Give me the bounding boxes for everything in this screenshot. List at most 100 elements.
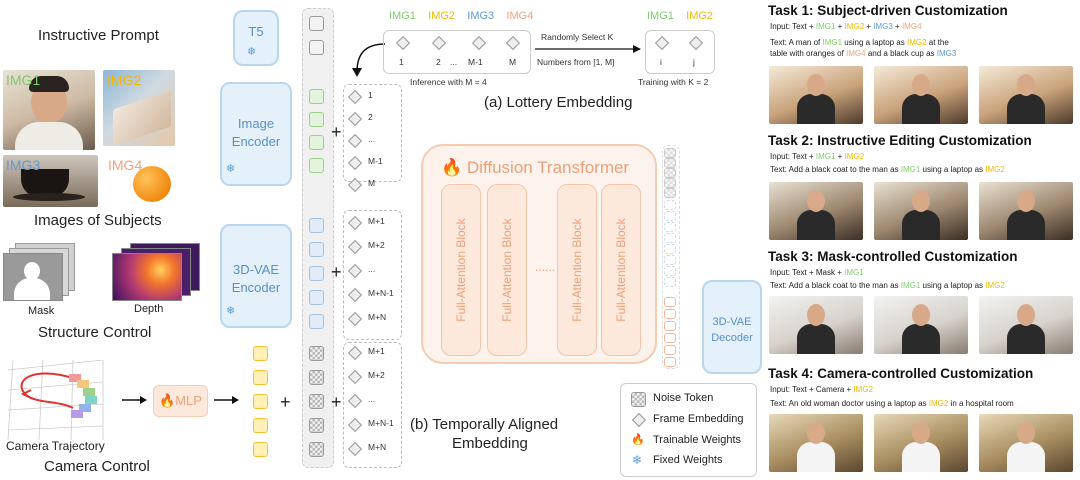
task-text-segment: IMG1 [900, 165, 921, 174]
embedding-index: 1 [368, 90, 373, 100]
mask-image-stack [3, 243, 75, 301]
task2-title: Task 2: Instructive Editing Customizatio… [768, 133, 1032, 148]
output-noise-token [664, 158, 676, 168]
task-text-segment: using a laptop as [920, 281, 986, 290]
task-text-segment: Text: Add a black coat to the man as [770, 165, 901, 174]
numbers-from-label: Numbers from [1, M] [537, 57, 615, 67]
mlp-box: 🔥MLP [153, 385, 208, 417]
task-text-segment: IMG1 [844, 268, 864, 277]
fire-icon: 🔥 [441, 158, 463, 177]
task2-text: Text: Add a black coat to the man as IMG… [770, 165, 1005, 174]
task1-result-frame [769, 66, 863, 124]
camera-trajectory-plot [7, 360, 104, 440]
embedding-index: M [368, 178, 376, 188]
image-token [309, 158, 324, 173]
legend-trainable-label: Trainable Weights [653, 434, 742, 446]
task-text-segment: IMG2 [928, 399, 949, 408]
output-embedding-token [664, 200, 676, 210]
task-text-segment: Text: Add a black coat to the man as [770, 281, 901, 290]
block-label: Full-Attention Block [614, 218, 628, 322]
task-text-segment: table with oranges of [770, 49, 847, 58]
image-token [309, 89, 324, 104]
noise-token [309, 442, 324, 457]
embedding-index: M+N-1 [368, 288, 394, 298]
task-text-segment: + [835, 152, 845, 161]
structure-control-label: Structure Control [38, 324, 152, 341]
text-token [309, 40, 324, 55]
output-video-token [664, 321, 676, 331]
randomly-select-label: Randomly Select K [541, 32, 614, 42]
task-text-segment: IMG2 [906, 38, 927, 47]
task-text-segment: in a hospital room [948, 399, 1014, 408]
task-text-segment: IMG1 [822, 38, 843, 47]
noise-token [309, 418, 324, 433]
camera-token [253, 346, 268, 361]
embedding-list-1 [343, 84, 402, 182]
embedding-index: M+N [368, 442, 387, 452]
full-attention-block-4: Full-Attention Block [601, 184, 641, 356]
task-text-segment: IMG3 [873, 22, 893, 31]
noise-token [309, 370, 324, 385]
task3-title: Task 3: Mask-controlled Customization [768, 249, 1018, 264]
fire-icon: 🔥 [159, 393, 176, 408]
depth-label: Depth [134, 303, 164, 315]
lottery-header: IMG1 IMG2 IMG3 IMG4 [389, 10, 533, 22]
task-text-segment: using a laptop as [920, 165, 986, 174]
task-text-segment: IMG2 [985, 281, 1005, 290]
selected-header: IMG1 IMG2 [647, 10, 713, 22]
fire-icon: 🔥 [631, 434, 645, 446]
output-embedding-token [664, 222, 676, 232]
plus-sign: + [331, 262, 342, 282]
task-text-segment: Text: An old woman doctor using a laptop… [770, 399, 929, 408]
lottery-index: M-1 [468, 57, 483, 67]
diffusion-transformer: 🔥 Diffusion Transformer Full-Attention B… [421, 144, 657, 364]
output-video-token [664, 357, 676, 367]
training-label: Training with K = 2 [638, 77, 709, 87]
output-noise-token [664, 168, 676, 178]
embedding-index: 2 [368, 112, 373, 122]
mask-label: Mask [28, 305, 55, 317]
task-text-segment: + [835, 22, 845, 31]
block-ellipsis: ...... [535, 260, 556, 274]
output-video-token [664, 345, 676, 355]
camera-trajectory-label: Camera Trajectory [6, 439, 105, 453]
task1-text-a: Text: A man of IMG1 using a laptop as IM… [770, 38, 949, 47]
task-text-segment: IMG4 [901, 22, 922, 31]
embedding-index: ... [368, 134, 376, 144]
task-text-segment: Text: A man of [770, 38, 823, 47]
snowflake-icon: ❄ [226, 305, 236, 317]
camera-token [253, 370, 268, 385]
camera-token [253, 418, 268, 433]
task3-text: Text: Add a black coat to the man as IMG… [770, 281, 1005, 290]
task2-result-frame [979, 182, 1073, 240]
video-token [309, 266, 324, 281]
task4-text: Text: An old woman doctor using a laptop… [770, 399, 1014, 408]
embedding-index: M+N-1 [368, 418, 394, 428]
output-video-token [664, 309, 676, 319]
embedding-index: M+2 [368, 240, 385, 250]
task-text-segment: IMG2 [844, 22, 865, 31]
mlp-label: MLP [175, 393, 202, 408]
full-attention-block-3: Full-Attention Block [557, 184, 597, 356]
video-token [309, 218, 324, 233]
legend: Noise Token Frame Embedding 🔥 Trainable … [620, 383, 757, 477]
vae-decoder-label-1: 3D-VAE [712, 316, 752, 328]
block-label: Full-Attention Block [570, 218, 584, 322]
arrow-from-mlp [214, 396, 239, 404]
noise-token [309, 394, 324, 409]
lottery-embedding-title: (a) Lottery Embedding [484, 94, 633, 111]
output-embedding-token [664, 233, 676, 243]
task-text-segment: IMG3 [936, 49, 957, 58]
image-token [309, 112, 324, 127]
instructive-prompt-label: Instructive Prompt [38, 27, 159, 44]
output-embedding-token [664, 255, 676, 265]
subject-image-person [3, 70, 95, 150]
curved-arrow [352, 43, 386, 77]
video-token [309, 242, 324, 257]
video-token [309, 314, 324, 329]
vae-decoder: 3D-VAE Decoder [702, 280, 762, 374]
output-video-token [664, 297, 676, 307]
camera-token [253, 442, 268, 457]
noise-token [309, 346, 324, 361]
task4-input: Input: Text + Camera + IMG2 [770, 385, 873, 394]
